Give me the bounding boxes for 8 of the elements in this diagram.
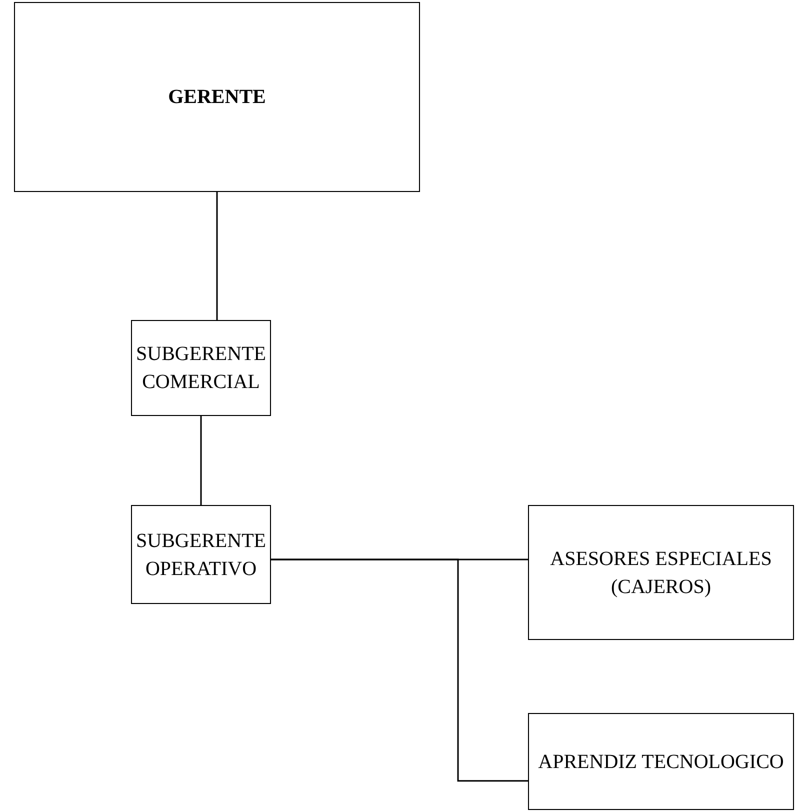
connector-line — [271, 558, 528, 782]
manager-box: GERENTE — [14, 2, 420, 192]
connector-line — [216, 192, 218, 320]
role-box: ASESORES ESPECIALES (CAJEROS) — [528, 505, 794, 640]
role-box: SUBGERENTE OPERATIVO — [131, 505, 271, 604]
role-box: APRENDIZ TECNOLOGICO — [528, 713, 794, 810]
connector-line — [200, 416, 202, 505]
role-box: SUBGERENTE COMERCIAL — [131, 320, 271, 416]
